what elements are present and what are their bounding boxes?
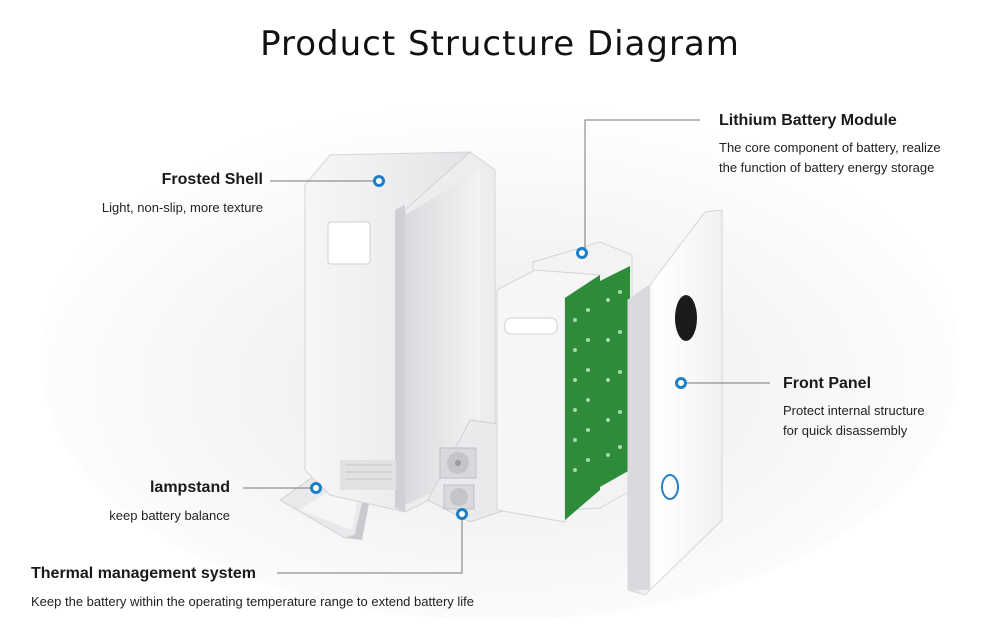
page-title: Product Structure Diagram: [260, 24, 740, 64]
leader-lithium: [584, 119, 700, 248]
front-panel-desc: Protect internal structure for quick dis…: [783, 401, 983, 441]
callout-lithium-module: Lithium Battery Module The core componen…: [719, 112, 989, 178]
front-panel-desc-line1: Protect internal structure: [783, 403, 925, 418]
leader-thermal: [277, 519, 463, 574]
dot-front-panel: [675, 377, 687, 389]
callout-lampstand: lampstand keep battery balance: [40, 479, 230, 526]
thermal-heading: Thermal management system: [31, 565, 256, 582]
callout-thermal: Thermal management system Keep the batte…: [31, 565, 631, 612]
dot-frosted-shell: [373, 175, 385, 187]
callout-front-panel: Front Panel Protect internal structure f…: [783, 375, 983, 441]
dot-lampstand: [310, 482, 322, 494]
lithium-module-desc-line1: The core component of battery, realize: [719, 140, 941, 155]
front-panel-desc-line2: for quick disassembly: [783, 423, 908, 438]
frosted-shell-desc: Light, non-slip, more texture: [101, 200, 263, 215]
callout-frosted-shell: Frosted Shell Light, non-slip, more text…: [40, 171, 263, 218]
lampstand-desc: keep battery balance: [109, 508, 230, 523]
thermal-desc: Keep the battery within the operating te…: [31, 594, 474, 609]
front-panel-heading: Front Panel: [783, 375, 872, 392]
lampstand-heading: lampstand: [149, 479, 230, 496]
frosted-shell-part: [304, 151, 496, 513]
dot-thermal: [456, 508, 468, 520]
dot-lithium: [576, 247, 588, 259]
battery-module-front: [496, 269, 622, 523]
lithium-module-heading: Lithium Battery Module: [719, 112, 897, 129]
front-panel-part: [627, 209, 723, 596]
frosted-shell-heading: Frosted Shell: [161, 171, 263, 188]
lithium-module-desc-line2: the function of battery energy storage: [719, 160, 935, 175]
lithium-module-desc: The core component of battery, realize t…: [719, 138, 989, 178]
